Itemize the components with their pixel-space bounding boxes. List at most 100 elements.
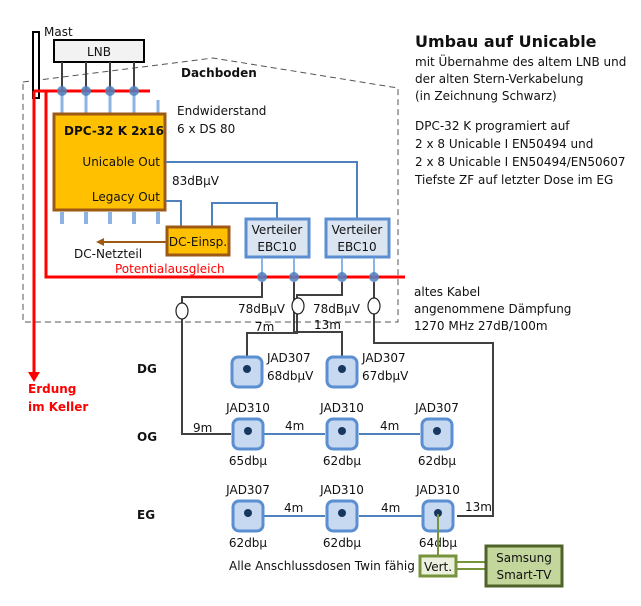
svg-text:2 x 8 Unicable I EN50494/EN5: 2 x 8 Unicable I EN50494/EN50607 [415, 155, 626, 169]
outlet-eg-2: JAD310 62dbµ [319, 483, 364, 550]
tv-box [484, 544, 564, 588]
unicable-out-label: Unicable Out [82, 155, 160, 169]
attic-label: Dachboden [181, 66, 257, 80]
outlet-model: JAD310 [319, 401, 364, 415]
svg-text:DPC-32 K programiert auf: DPC-32 K programiert auf [415, 119, 570, 133]
outlet-level: 62dbµ [323, 536, 362, 550]
output-level: 83dBµV [172, 174, 220, 188]
outlet-model: JAD307 [266, 351, 311, 365]
grounding-label-1: Erdung [28, 382, 76, 396]
cable-length-og-2: 4m [380, 419, 399, 433]
legacy-out-cable [166, 200, 182, 226]
mast-label: Mast [44, 25, 73, 39]
outlet-model: JAD307 [414, 401, 459, 415]
dc-injector-label: DC-Einsp. [169, 235, 227, 249]
cable-length-dg-left: 7m [255, 320, 274, 334]
dc-injector-box [165, 225, 231, 257]
multiswitch-name: DPC-32 K 2x16 [64, 124, 164, 138]
cable-note-1: altes Kabel [414, 285, 480, 299]
coax-socket-icon [338, 365, 346, 373]
config-description: DPC-32 K programiert auf 2 x 8 Unicable … [414, 119, 626, 187]
floor-label-og: OG [137, 430, 157, 444]
tv-label-1: Samsung [496, 551, 552, 565]
outlet-eg-1: JAD307 62dbµ [225, 483, 270, 550]
cable-length-og-feed: 9m [193, 421, 212, 435]
title-description: mit Übernahme des altem LNB und der alte… [415, 53, 626, 103]
dc-injector-cable [211, 202, 278, 226]
attic-outline [22, 57, 399, 323]
cable-length-eg-1: 4m [284, 501, 303, 515]
dc-psu-arrow [96, 238, 104, 246]
vert-box [418, 554, 458, 578]
twin-note: Alle Anschlussdosen Twin fähig [229, 559, 415, 573]
splitter-left-box [244, 217, 311, 259]
coax-socket-icon [434, 509, 442, 517]
cable-length-og-1: 4m [285, 419, 304, 433]
svg-text:2 x 8 Unicable I EN50494 un: 2 x 8 Unicable I EN50494 und [415, 137, 593, 151]
cable-length-eg-2: 4m [381, 501, 400, 515]
equipotential-label: Potentialausgleich [115, 262, 225, 276]
multiswitch-box [52, 112, 167, 212]
outlet-level: 65dbµ [229, 454, 268, 468]
splitter-left-label-1: Verteiler [252, 223, 303, 237]
floor-label-dg: DG [137, 362, 157, 376]
terminator-label-2: 6 x DS 80 [177, 122, 235, 136]
coax-socket-icon [433, 427, 441, 435]
lnb-box [53, 39, 145, 63]
cable-note-3: 1270 MHz 27dB/100m [414, 319, 548, 333]
splitter-connectors [257, 272, 379, 282]
mast [32, 31, 40, 99]
vert-label: Vert. [424, 560, 452, 574]
floor-label-eg: EG [137, 508, 155, 522]
splitter-right-label-1: Verteiler [332, 223, 383, 237]
outlet-level: 62dbµ [229, 536, 268, 550]
legacy-out-label: Legacy Out [92, 190, 160, 204]
grounding-label-2: im Keller [28, 400, 88, 414]
outlet-og-2: JAD310 62dbµ [319, 401, 364, 468]
outlet-model: JAD307 [225, 483, 270, 497]
outlet-level: 62dbµ [323, 454, 362, 468]
svg-text:mit Übernahme des altem LNB un: mit Übernahme des altem LNB und [415, 53, 626, 69]
outlet-model: JAD310 [319, 483, 364, 497]
svg-text:(in Zeichnung Schwarz): (in Zeichnung Schwarz) [415, 89, 557, 103]
coax-socket-icon [338, 509, 346, 517]
cable-length-eg-feed: 13m [465, 500, 492, 514]
cable-loop-markers [175, 297, 381, 320]
lnb-cables [61, 62, 135, 90]
wall-outlets: JAD30768dbµVJAD30767dbµVJAD31065dbµJAD31… [225, 351, 460, 550]
splitter-right-box [324, 217, 391, 259]
outlet-dg-1: JAD307 68dbµV [230, 351, 314, 389]
diagram-title: Umbau auf Unicable [415, 32, 597, 51]
coax-socket-icon [243, 365, 251, 373]
outlet-model: JAD307 [361, 351, 406, 365]
split-level-right: 78dBµV [313, 302, 361, 316]
svg-text:Tiefste ZF auf letzter Dose im: Tiefste ZF auf letzter Dose im EG [414, 173, 613, 187]
split-level-left: 78dBµV [238, 302, 286, 316]
tv-label-2: Smart-TV [496, 568, 552, 582]
splitter-right-label-2: EBC10 [337, 240, 376, 254]
splitter-left-label-2: EBC10 [257, 240, 296, 254]
multiswitch-terminated-outputs [60, 212, 160, 224]
splitter-output-stubs [261, 258, 375, 277]
tv-cables [457, 561, 486, 570]
lnb-connectors [57, 86, 139, 96]
cable-note-2: angenommene Dämpfung [414, 302, 571, 316]
outlet-model: JAD310 [225, 401, 270, 415]
outlet-og-1: JAD310 65dbµ [225, 401, 270, 468]
unicable-out-cable [166, 161, 358, 218]
coax-socket-icon [244, 509, 252, 517]
terminator-label-1: Endwiderstand [177, 104, 266, 118]
svg-text:der alten Stern-Verkabelung: der alten Stern-Verkabelung [415, 72, 583, 86]
outlet-level: 67dbµV [362, 369, 409, 383]
cable-length-dg-right: 13m [314, 318, 341, 332]
coax-socket-icon [244, 427, 252, 435]
outlet-level: 62dbµ [418, 454, 457, 468]
outlet-dg-2: JAD307 67dbµV [325, 351, 409, 389]
outlet-level: 68dbµV [267, 369, 314, 383]
lnb-label: LNB [87, 45, 111, 59]
dc-psu-label: DC-Netzteil [74, 247, 142, 261]
outlet-model: JAD310 [415, 483, 460, 497]
coax-socket-icon [338, 427, 346, 435]
ground-arrow [28, 372, 40, 382]
